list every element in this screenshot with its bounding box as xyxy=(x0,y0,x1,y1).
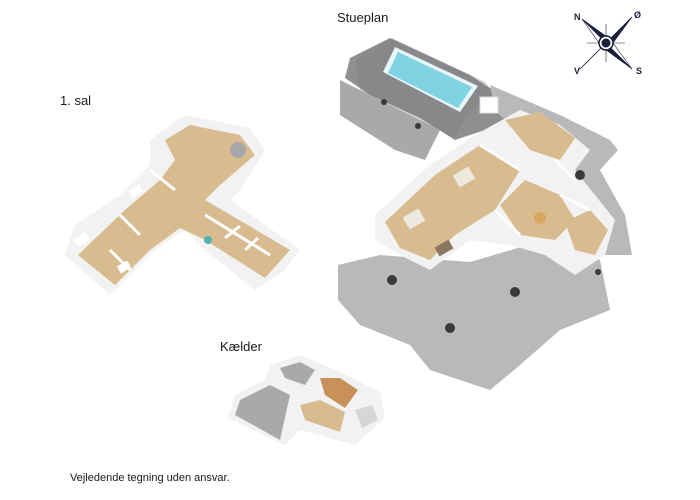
compass-rose: N Ø V S xyxy=(570,6,650,81)
ground-floor-label: Stueplan xyxy=(337,10,389,25)
sofa xyxy=(452,166,476,188)
bed xyxy=(73,232,91,247)
basement-wood-floor xyxy=(300,400,345,432)
first-floor-plan xyxy=(65,115,300,295)
patio-table xyxy=(575,170,585,180)
side-terrace xyxy=(340,80,440,160)
basement-bath xyxy=(355,405,378,428)
bathtub xyxy=(204,236,212,244)
disclaimer-text: Vejledende tegning uden ansvar. xyxy=(70,472,230,484)
pool-house xyxy=(479,96,499,114)
patio-table xyxy=(381,99,387,105)
basement-gray-floor xyxy=(280,362,315,385)
kitchen-floor xyxy=(500,180,575,240)
compass-east: Ø xyxy=(634,10,642,20)
basement-sauna xyxy=(320,378,358,408)
north-rooms-floor xyxy=(505,112,575,160)
basement-plan xyxy=(228,355,385,445)
bed xyxy=(116,260,132,274)
patio-table xyxy=(595,269,601,275)
first-floor-wood xyxy=(78,125,290,285)
ground-floor-plan xyxy=(338,38,632,390)
first-floor-label: 1. sal xyxy=(60,93,92,108)
patio-table xyxy=(510,287,520,297)
patio-table xyxy=(387,275,397,285)
sofa xyxy=(402,208,426,230)
swimming-pool-water xyxy=(388,52,472,108)
patio-sets xyxy=(381,99,601,333)
patio-table xyxy=(415,123,421,129)
dining-table xyxy=(434,239,454,257)
ground-inner-walls xyxy=(479,143,591,237)
basement-gray-floor xyxy=(235,385,290,440)
front-terrace xyxy=(338,240,610,390)
east-room-floor xyxy=(565,210,608,255)
bathroom xyxy=(230,142,246,158)
basement-label: Kælder xyxy=(220,339,262,354)
compass-west: V xyxy=(574,66,581,76)
compass-north: N xyxy=(574,12,581,22)
compass-icon xyxy=(579,16,633,70)
patio-table xyxy=(445,323,455,333)
bed xyxy=(128,184,144,198)
compass-south: S xyxy=(636,66,643,76)
round-table xyxy=(534,212,546,224)
living-room-floor xyxy=(385,145,520,260)
